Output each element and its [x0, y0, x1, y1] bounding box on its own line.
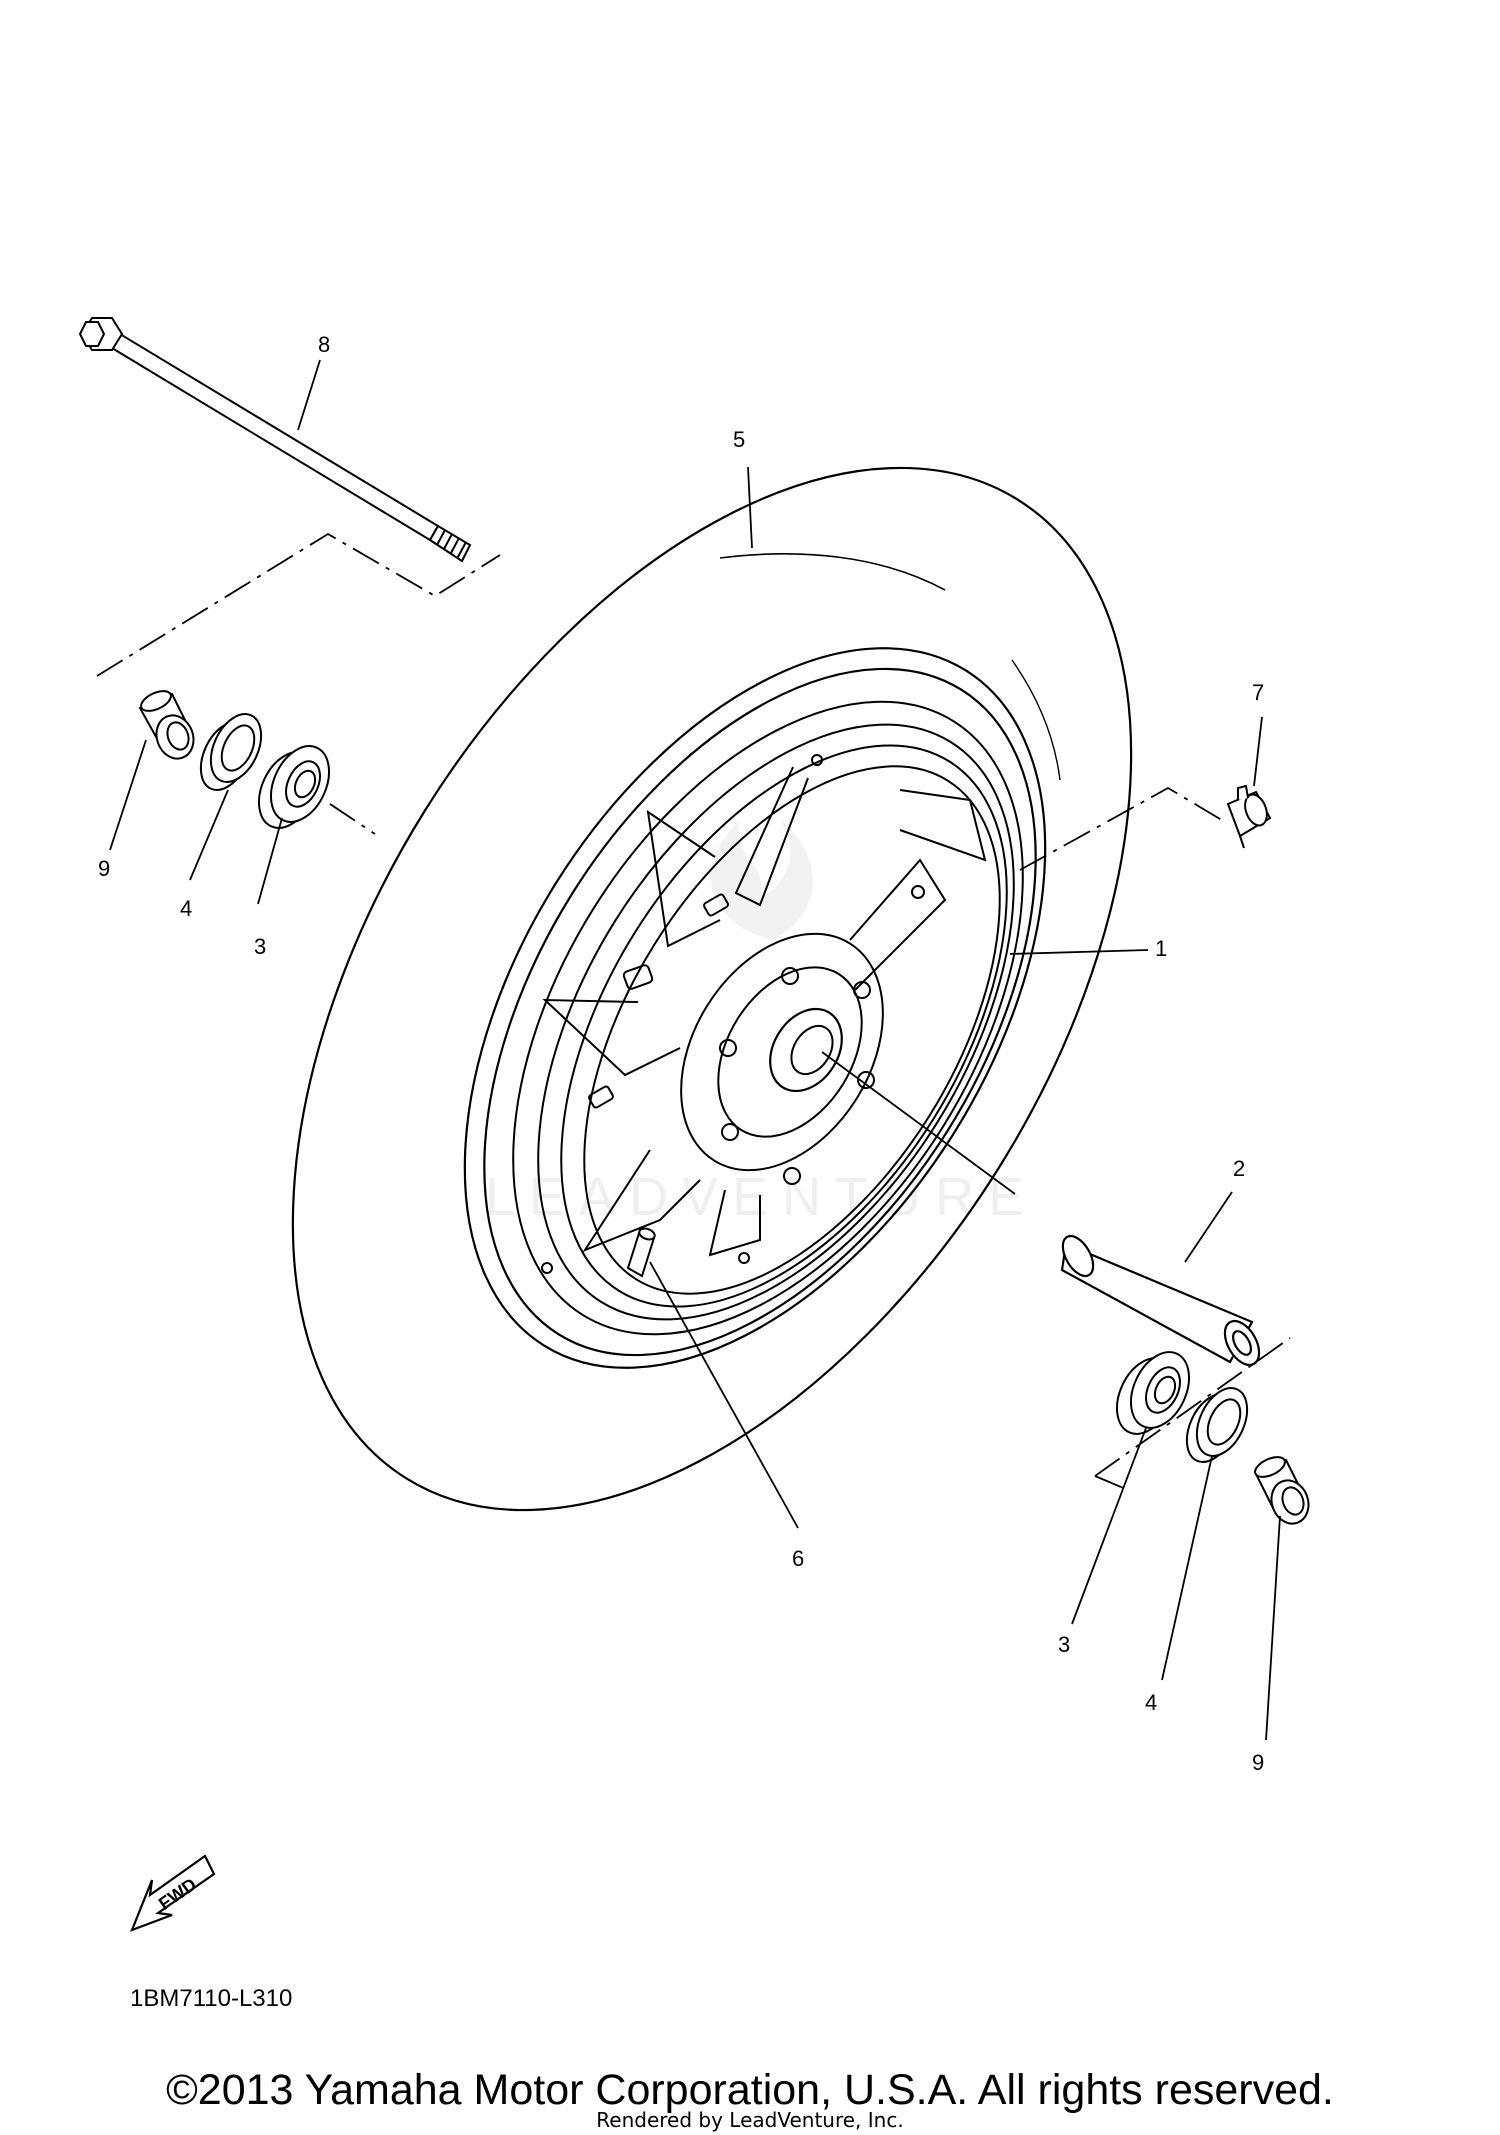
part-number-9-left: 9 — [98, 856, 110, 881]
spacer-right[interactable] — [1252, 1453, 1314, 1529]
copyright-notice: ©2013 Yamaha Motor Corporation, U.S.A. A… — [166, 2066, 1334, 2114]
drawing-code: 1BM7110-L310 — [130, 1985, 292, 2012]
part-number-3-right: 3 — [1058, 1632, 1070, 1657]
collar[interactable] — [1057, 1231, 1267, 1371]
bearing-right[interactable] — [1106, 1343, 1201, 1443]
oil-seal-left[interactable] — [191, 706, 271, 798]
part-number-7: 7 — [1252, 680, 1264, 705]
part-number-3-left: 3 — [254, 934, 266, 959]
tire-valve[interactable] — [626, 1227, 656, 1278]
part-number-5: 5 — [733, 427, 745, 452]
leadventure-watermark: LEADVENTURE — [485, 820, 1038, 1227]
part-number-8: 8 — [318, 332, 330, 357]
fwd-arrow: FWD — [130, 1854, 216, 1932]
rendered-by-notice: Rendered by LeadVenture, Inc. — [596, 2108, 904, 2132]
part-number-4-right: 4 — [1145, 1690, 1157, 1715]
part-number-labels: 1 2 3 3 4 4 5 6 7 8 9 9 — [98, 332, 1264, 1775]
part-number-4-left: 4 — [180, 896, 192, 921]
spacer-left[interactable] — [138, 687, 199, 764]
part-number-6: 6 — [792, 1546, 804, 1571]
tire[interactable] — [120, 321, 1305, 1658]
bearing-left[interactable] — [248, 737, 341, 837]
valve-cap[interactable] — [1226, 784, 1272, 849]
wheel-spokes — [542, 766, 987, 1257]
wheel-hub — [680, 932, 884, 1185]
watermark-text: LEADVENTURE — [485, 1167, 1038, 1227]
leader-lines — [109, 359, 1281, 1741]
assembly-lines — [96, 532, 1291, 1491]
part-number-1: 1 — [1155, 936, 1167, 961]
oil-seal-right[interactable] — [1177, 1380, 1257, 1470]
wheel-rim[interactable] — [408, 612, 1128, 1424]
part-number-9-right: 9 — [1252, 1750, 1264, 1775]
part-number-2: 2 — [1233, 1156, 1245, 1181]
front-axle[interactable] — [78, 317, 472, 563]
